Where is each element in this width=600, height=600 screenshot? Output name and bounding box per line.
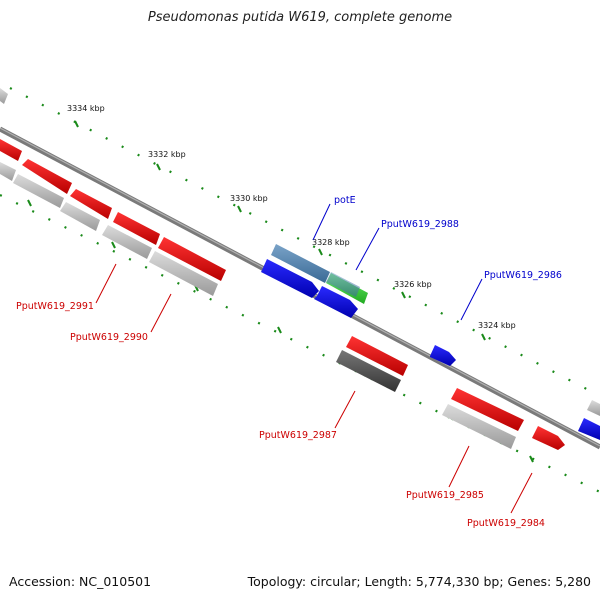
- gene-label-PputW619_2985[interactable]: PputW619_2985: [406, 490, 484, 501]
- gene-feature-steel: [271, 244, 330, 283]
- gene-feature-blue: [578, 418, 600, 440]
- tick-label-3326: 3326 kbp: [394, 280, 432, 289]
- map-title: Pseudomonas putida W619, complete genome: [147, 10, 453, 25]
- gene-feature-grey: [60, 202, 100, 231]
- gene-label-PputW619_2986[interactable]: PputW619_2986: [484, 270, 562, 281]
- tick-label-3334: 3334 kbp: [67, 104, 105, 113]
- gene-feature-red: [113, 212, 160, 245]
- gene-feature-offscreen-top: [0, 88, 8, 104]
- gene-feature-red: [451, 388, 524, 431]
- gene-label-potE[interactable]: potE: [334, 195, 356, 206]
- label-leaders: [95, 203, 533, 514]
- gene-label-PputW619_2990[interactable]: PputW619_2990: [70, 332, 148, 343]
- gene-feature-grey: [442, 404, 516, 449]
- gene-feature-red: [346, 336, 408, 376]
- gene-feature-dark: [336, 350, 401, 392]
- gene-feature-red: [532, 426, 565, 450]
- gene-feature-red: [158, 237, 226, 281]
- gene-feature-grey: [102, 225, 152, 259]
- gene-feature-red: [0, 139, 22, 161]
- gene-label-PputW619_2988[interactable]: PputW619_2988: [381, 219, 459, 230]
- gene-feature-steel: [326, 272, 360, 297]
- gene-feature-blue: [261, 259, 319, 298]
- genome-summary-text: Topology: circular; Length: 5,774,330 bp…: [247, 574, 591, 589]
- gene-feature-red: [70, 189, 112, 219]
- gene-feature-blue: [314, 286, 358, 318]
- gene-label-PputW619_2984[interactable]: PputW619_2984: [467, 518, 545, 529]
- gene-feature-grey: [149, 251, 218, 296]
- tick-label-3328: 3328 kbp: [312, 238, 350, 247]
- gene-feature-blue: [430, 345, 456, 366]
- tick-label-3330: 3330 kbp: [230, 194, 268, 203]
- gene-feature-red: [22, 159, 72, 194]
- tick-label-3332: 3332 kbp: [148, 150, 186, 159]
- accession-text: Accession: NC_010501: [9, 574, 152, 589]
- gene-feature-grey: [587, 400, 600, 416]
- gene-label-PputW619_2991[interactable]: PputW619_2991: [16, 301, 94, 312]
- tick-label-3324: 3324 kbp: [478, 321, 516, 330]
- gene-feature-grey: [13, 174, 64, 208]
- tick-row-outer: [9, 87, 600, 397]
- gene-feature-grey: [0, 162, 16, 181]
- gene-label-PputW619_2987[interactable]: PputW619_2987: [259, 430, 337, 441]
